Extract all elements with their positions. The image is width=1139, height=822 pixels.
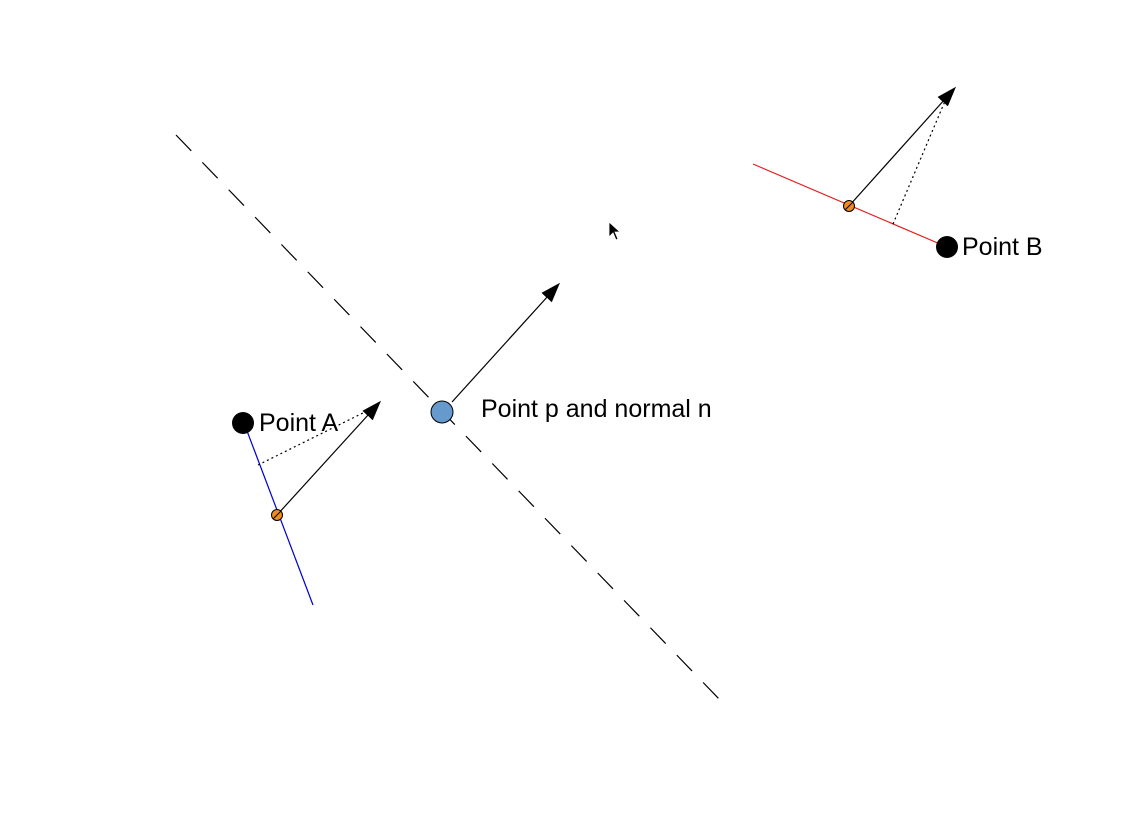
dotted-helper-a xyxy=(257,406,376,466)
point-a-label: Point A xyxy=(259,409,339,437)
point-p-marker xyxy=(430,400,454,424)
point-b-marker xyxy=(936,236,958,258)
projection-marker-b xyxy=(843,200,855,212)
normal-arrow-at-a-projection xyxy=(276,400,382,516)
point-a-marker xyxy=(232,412,254,434)
dotted-helper-b xyxy=(892,93,949,225)
point-p-label: Point p and normal n xyxy=(481,395,712,423)
projection-marker-a xyxy=(271,509,283,521)
point-b-label: Point B xyxy=(962,233,1043,261)
mouse-pointer-icon xyxy=(608,221,622,241)
normal-arrow-at-b-projection xyxy=(848,86,957,207)
normal-vector-arrow xyxy=(451,282,561,403)
